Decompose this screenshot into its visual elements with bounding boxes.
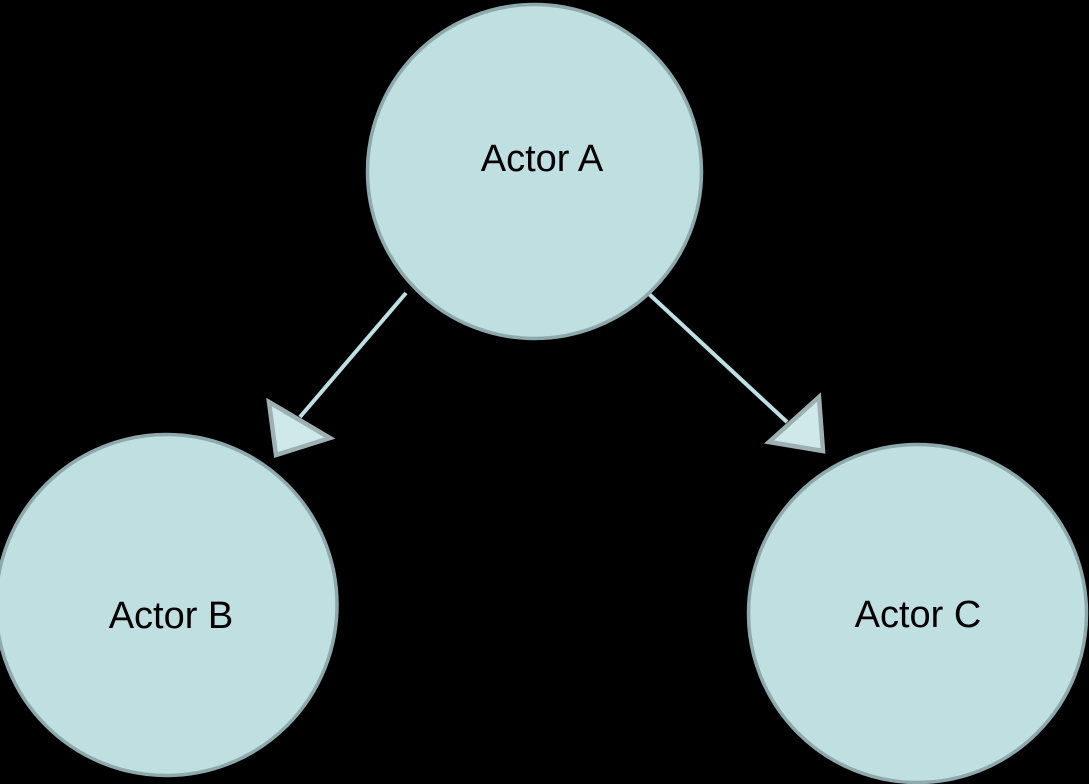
edge-arrowhead[interactable] bbox=[764, 392, 826, 454]
node-label-actor-c: Actor C bbox=[855, 594, 982, 636]
edge-line[interactable] bbox=[647, 292, 789, 424]
node-actor-c[interactable] bbox=[746, 442, 1089, 784]
node-actor-b[interactable] bbox=[0, 432, 339, 778]
edge-actor-a-to-actor-c[interactable] bbox=[647, 292, 826, 454]
node-label-actor-a: Actor A bbox=[481, 138, 604, 180]
edge-actor-a-to-actor-b[interactable] bbox=[266, 291, 408, 458]
node-label-actor-b: Actor B bbox=[109, 595, 234, 637]
edge-line[interactable] bbox=[298, 291, 408, 419]
edge-arrowhead[interactable] bbox=[266, 397, 336, 458]
node-actor-a[interactable] bbox=[365, 2, 704, 341]
